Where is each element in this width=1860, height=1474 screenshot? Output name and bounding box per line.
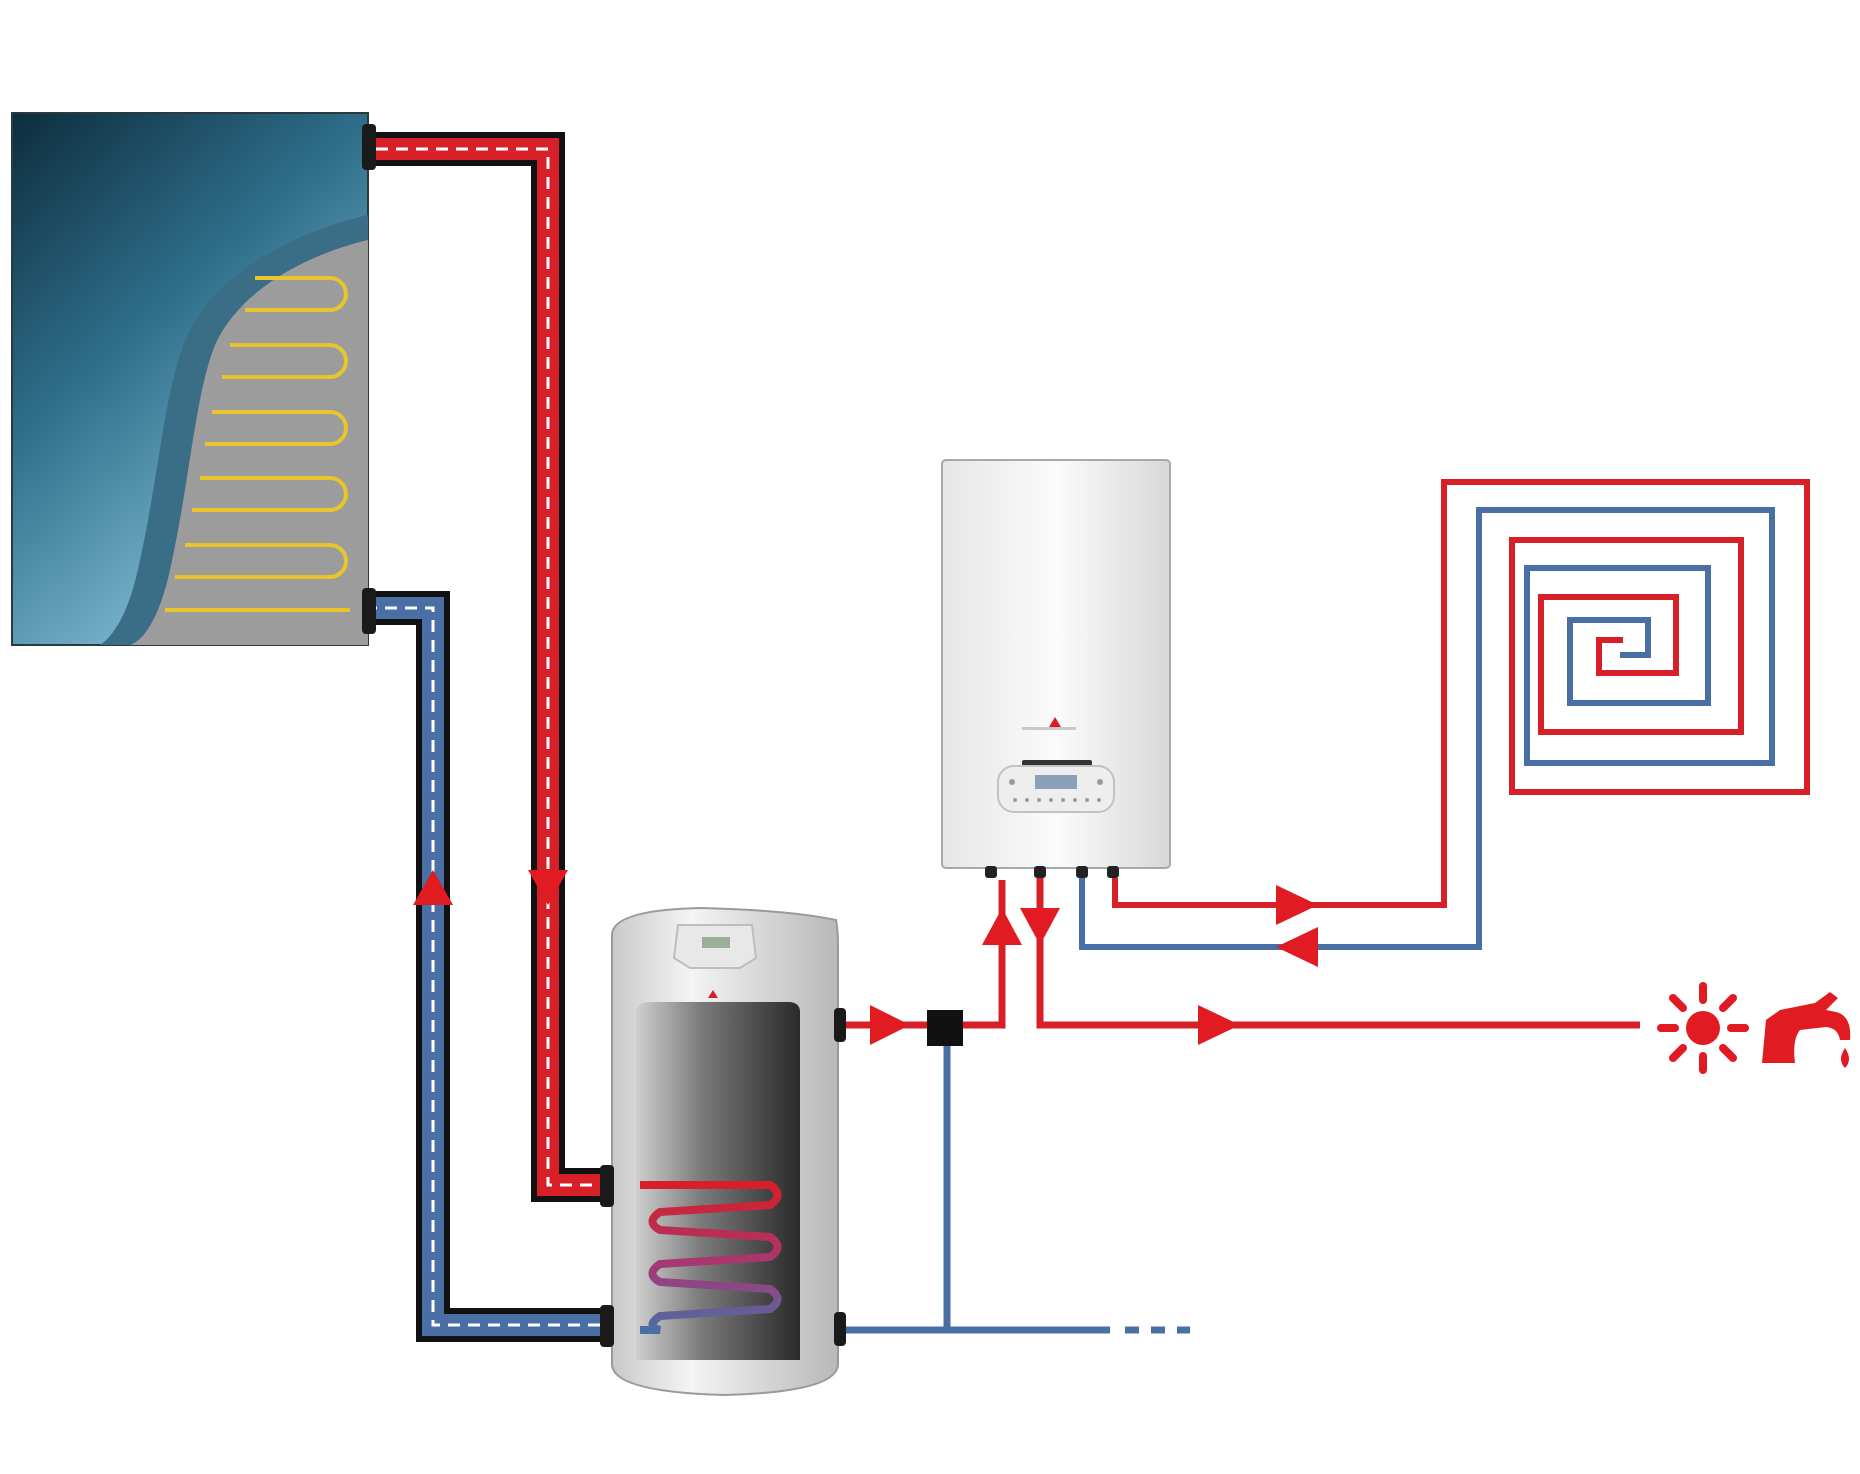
tank-cold-inlet-port bbox=[834, 1312, 846, 1346]
boiler-display bbox=[1035, 775, 1077, 789]
flow-arrow-icon bbox=[1198, 1005, 1240, 1045]
solar-cold-pipe bbox=[376, 591, 600, 1342]
solar-collector bbox=[11, 112, 376, 646]
collector-heat-coil bbox=[165, 276, 350, 612]
collector-outlet-port bbox=[362, 124, 376, 170]
cold-water-inlet bbox=[840, 1040, 1190, 1334]
flow-arrow-icon bbox=[870, 1005, 910, 1045]
tank-solar-inlet-port bbox=[600, 1165, 614, 1207]
storage-tank bbox=[600, 906, 846, 1397]
flow-arrow-icon bbox=[528, 870, 568, 905]
flow-arrow-icon bbox=[982, 908, 1022, 945]
tap-icon bbox=[1762, 992, 1851, 1068]
tank-hot-outlet-port bbox=[834, 1008, 846, 1042]
underfloor-heating-supply-pipe bbox=[1112, 479, 1810, 908]
flow-arrow-icon bbox=[1020, 908, 1060, 945]
tank-heating-coil bbox=[640, 1181, 782, 1334]
brand-logo-icon bbox=[1049, 717, 1061, 727]
flow-arrow-icon bbox=[413, 870, 453, 905]
tank-display bbox=[702, 937, 730, 948]
underfloor-heating-return-pipe bbox=[1079, 507, 1775, 950]
boiler bbox=[941, 459, 1171, 878]
boiler-buttons bbox=[1009, 779, 1103, 802]
flow-arrow-icon bbox=[1276, 927, 1318, 967]
flow-arrow-icon bbox=[1276, 885, 1318, 925]
sun-icon bbox=[1657, 982, 1749, 1074]
tank-solar-outlet-port bbox=[600, 1305, 614, 1347]
tank-to-boiler-pipe bbox=[846, 880, 1006, 1046]
collector-inlet-port bbox=[362, 588, 376, 634]
domestic-hot-water-pipe bbox=[1036, 878, 1640, 1029]
brand-logo-icon bbox=[708, 990, 718, 998]
mixing-valve bbox=[927, 1010, 963, 1046]
solar-hot-pipe bbox=[376, 132, 600, 1202]
boiler-connections bbox=[985, 866, 1119, 878]
